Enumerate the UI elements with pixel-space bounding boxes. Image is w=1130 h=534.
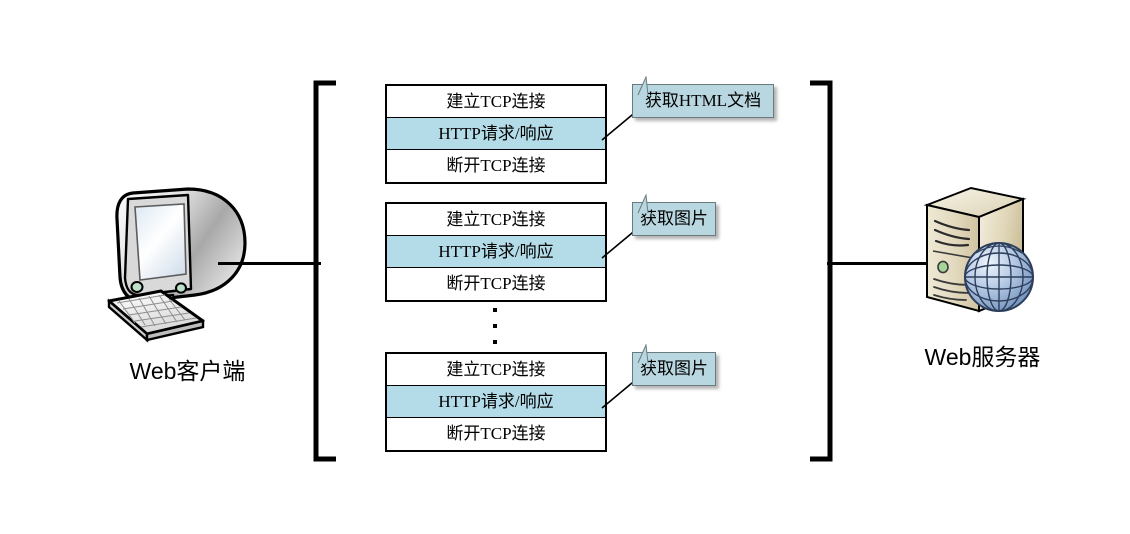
transaction-table: 建立TCP连接 HTTP请求/响应 断开TCP连接 <box>385 84 607 184</box>
callout-label: 获取图片 <box>640 359 708 378</box>
server-tower-with-globe-icon <box>905 185 1055 325</box>
client-connector-line <box>218 262 321 265</box>
table-row: 建立TCP连接 <box>387 204 605 236</box>
table-row: 断开TCP连接 <box>446 424 546 443</box>
transaction-table: 建立TCP连接 HTTP请求/响应 断开TCP连接 <box>385 352 607 452</box>
right-bracket <box>808 80 834 462</box>
table-row: 建立TCP连接 <box>387 354 605 386</box>
table-row: 断开TCP连接 <box>446 274 546 293</box>
client-label: Web客户端 <box>129 358 246 384</box>
vertical-ellipsis-icon <box>493 308 497 344</box>
left-bracket <box>312 80 338 462</box>
server-label: Web服务器 <box>924 344 1041 370</box>
callout-label: 获取HTML文档 <box>644 91 762 110</box>
callout-bubble: 获取HTML文档 <box>632 76 774 118</box>
transaction-table: 建立TCP连接 HTTP请求/响应 断开TCP连接 <box>385 202 607 302</box>
table-row: 建立TCP连接 <box>387 86 605 118</box>
table-row: 断开TCP连接 <box>446 156 546 175</box>
crt-monitor-and-keyboard-icon <box>95 185 280 345</box>
callout-bubble: 获取图片 <box>632 344 716 386</box>
server-connector-line <box>827 262 927 265</box>
table-row: HTTP请求/响应 <box>387 386 605 418</box>
callout-label: 获取图片 <box>640 209 708 228</box>
callout-bubble: 获取图片 <box>632 194 716 236</box>
table-row: HTTP请求/响应 <box>387 118 605 150</box>
table-row: HTTP请求/响应 <box>387 236 605 268</box>
